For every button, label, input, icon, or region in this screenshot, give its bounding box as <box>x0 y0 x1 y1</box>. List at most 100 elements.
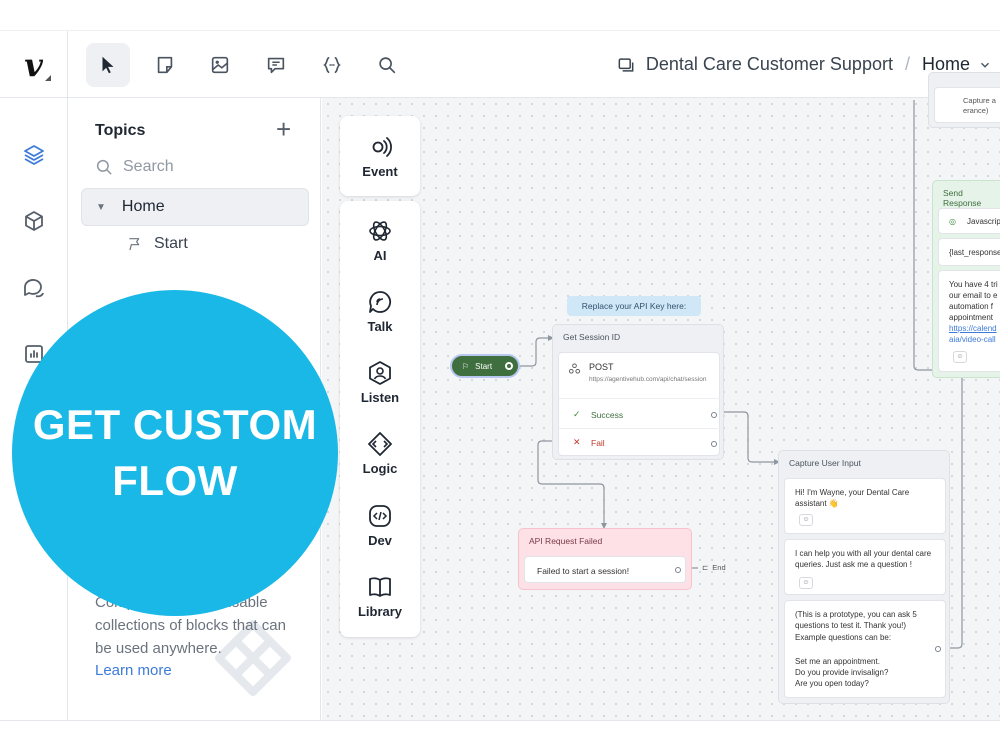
example-question-3: Are you open today? <box>795 679 869 688</box>
capture-user-input-node[interactable]: Capture User Input Hi! I'm Wayne, your D… <box>778 450 950 704</box>
pointer-tool-button[interactable] <box>86 43 130 87</box>
layers-icon[interactable] <box>22 143 46 167</box>
javascript-icon: ◎ <box>949 217 956 226</box>
palette-event-group: Event <box>340 116 420 196</box>
top-partial-node[interactable]: Capture a erance) <box>928 72 1000 128</box>
breadcrumb-separator: / <box>904 54 910 74</box>
javascript-card[interactable]: ◎ Javascript <box>938 208 1000 234</box>
fail-port[interactable] <box>711 441 717 447</box>
api-key-note[interactable]: Replace your API Key here: <box>567 296 701 316</box>
palette-event-button[interactable]: Event <box>340 134 420 179</box>
palette-talk-label: Talk <box>367 319 393 334</box>
palette-listen-button[interactable]: Listen <box>340 360 420 405</box>
comment-tool-button[interactable] <box>254 43 298 87</box>
start-port[interactable] <box>505 362 513 370</box>
message-card-3[interactable]: (This is a prototype, you can ask 5 ques… <box>784 600 946 698</box>
api-url: https://agentivehub.com/api/chat/session <box>589 376 707 383</box>
block-palette: AI Talk Listen Logic Dev Library <box>340 201 420 637</box>
api-step-card[interactable]: POST https://agentivehub.com/api/chat/se… <box>558 352 721 456</box>
breadcrumb-project[interactable]: Dental Care Customer Support <box>645 54 893 74</box>
variables-icon <box>323 56 341 74</box>
chevron-down-icon[interactable]: ▼ <box>96 201 106 213</box>
palette-logic-label: Logic <box>362 461 398 476</box>
chevron-down-icon[interactable] <box>978 58 992 72</box>
failed-port[interactable] <box>675 567 681 573</box>
promo-line-2: FLOW <box>112 457 238 504</box>
palette-talk-button[interactable]: Talk <box>340 289 420 334</box>
openai-icon <box>369 221 391 241</box>
response-var-text: {last_response <box>949 248 1000 257</box>
failed-message-card[interactable]: Failed to start a session! <box>524 556 686 583</box>
end-label: End <box>712 563 726 572</box>
analytics-icon[interactable] <box>22 342 46 366</box>
add-topic-button[interactable]: + <box>276 114 292 144</box>
flag-icon <box>129 238 140 251</box>
response-link-2[interactable]: aia/video-call <box>949 335 996 344</box>
example-question-2: Do you provide invisalign? <box>795 668 889 677</box>
success-port[interactable] <box>711 412 717 418</box>
check-icon: ✓ <box>573 409 581 419</box>
learn-more-link[interactable]: Learn more <box>95 662 172 679</box>
topic-home-label: Home <box>121 198 165 215</box>
message-text-3a: (This is a prototype, you can ask 5 ques… <box>795 610 917 630</box>
image-tool-button[interactable] <box>198 43 242 87</box>
flag-icon: ⚐ <box>462 361 470 371</box>
chat-bubbles-icon[interactable] <box>22 276 46 300</box>
failed-message-text: Failed to start a session! <box>537 566 630 576</box>
end-marker: ⊏ End <box>702 563 726 572</box>
response-line-2: our email to e <box>949 291 998 300</box>
api-request-failed-node[interactable]: API Request Failed Failed to start a ses… <box>518 528 692 590</box>
search-icon <box>379 57 396 74</box>
logic-icon <box>368 432 392 456</box>
get-session-node[interactable]: Get Session ID POST https://agentivehub.… <box>552 324 724 460</box>
palette-ai-label: AI <box>373 248 387 263</box>
palette-library-button[interactable]: Library <box>340 574 420 619</box>
palette-dev-button[interactable]: Dev <box>340 503 420 548</box>
variables-tool-button[interactable] <box>310 43 354 87</box>
topic-item-home[interactable]: ▼ Home <box>81 188 309 226</box>
message-card-1[interactable]: Hi! I'm Wayne, your Dental Care assistan… <box>784 478 946 534</box>
palette-ai-button[interactable]: AI <box>340 218 420 263</box>
note-tool-button[interactable] <box>143 43 187 87</box>
palette-logic-button[interactable]: Logic <box>340 431 420 476</box>
start-node-label: Start <box>475 361 493 371</box>
bottom-strip <box>0 720 1000 750</box>
project-icon <box>618 57 634 72</box>
api-method: POST <box>589 362 614 372</box>
palette-dev-label: Dev <box>368 533 392 548</box>
capture-port[interactable] <box>935 646 941 652</box>
response-line-4: appointment <box>949 313 994 322</box>
pointer-icon <box>102 56 114 74</box>
end-icon: ⊏ <box>702 563 709 572</box>
x-icon: ✕ <box>573 437 581 447</box>
topics-search[interactable]: Search <box>95 158 174 176</box>
message-text-1: Hi! I'm Wayne, your Dental Care assistan… <box>795 488 910 508</box>
voice-icon[interactable]: ☺ <box>953 351 967 363</box>
response-line-3: automation f <box>949 302 994 311</box>
cube-icon[interactable] <box>22 209 46 233</box>
talk-icon <box>369 291 392 313</box>
response-message-card[interactable]: You have 4 tri our email to e automation… <box>938 270 1000 372</box>
search-tool-button[interactable] <box>365 43 409 87</box>
voice-icon[interactable]: ☺ <box>799 577 813 589</box>
get-custom-flow-badge[interactable]: GET CUSTOM FLOW <box>12 290 338 616</box>
send-response-title: Send Response <box>943 188 982 208</box>
response-link-1[interactable]: https://calend <box>949 324 997 333</box>
message-text-2: I can help you with all your dental care… <box>795 549 932 569</box>
topic-item-start[interactable]: Start <box>126 235 188 253</box>
comment-icon <box>267 57 285 74</box>
javascript-label: Javascript <box>967 217 1000 226</box>
breadcrumb-current[interactable]: Home <box>921 54 970 74</box>
response-var-card[interactable]: {last_response <box>938 238 1000 266</box>
start-node[interactable]: ⚐ Start <box>450 354 520 378</box>
note-icon <box>157 56 173 74</box>
voiceflow-logo[interactable]: v <box>0 31 68 98</box>
voice-icon[interactable]: ☺ <box>799 514 813 526</box>
send-response-node[interactable]: Send Response ◎ Javascript {last_respons… <box>932 180 1000 378</box>
message-card-2[interactable]: I can help you with all your dental care… <box>784 539 946 595</box>
top-partial-line2: erance) <box>963 106 989 115</box>
promo-line-1: GET CUSTOM <box>32 401 318 448</box>
top-partial-card[interactable]: Capture a erance) <box>934 87 1000 123</box>
api-icon <box>569 363 580 374</box>
